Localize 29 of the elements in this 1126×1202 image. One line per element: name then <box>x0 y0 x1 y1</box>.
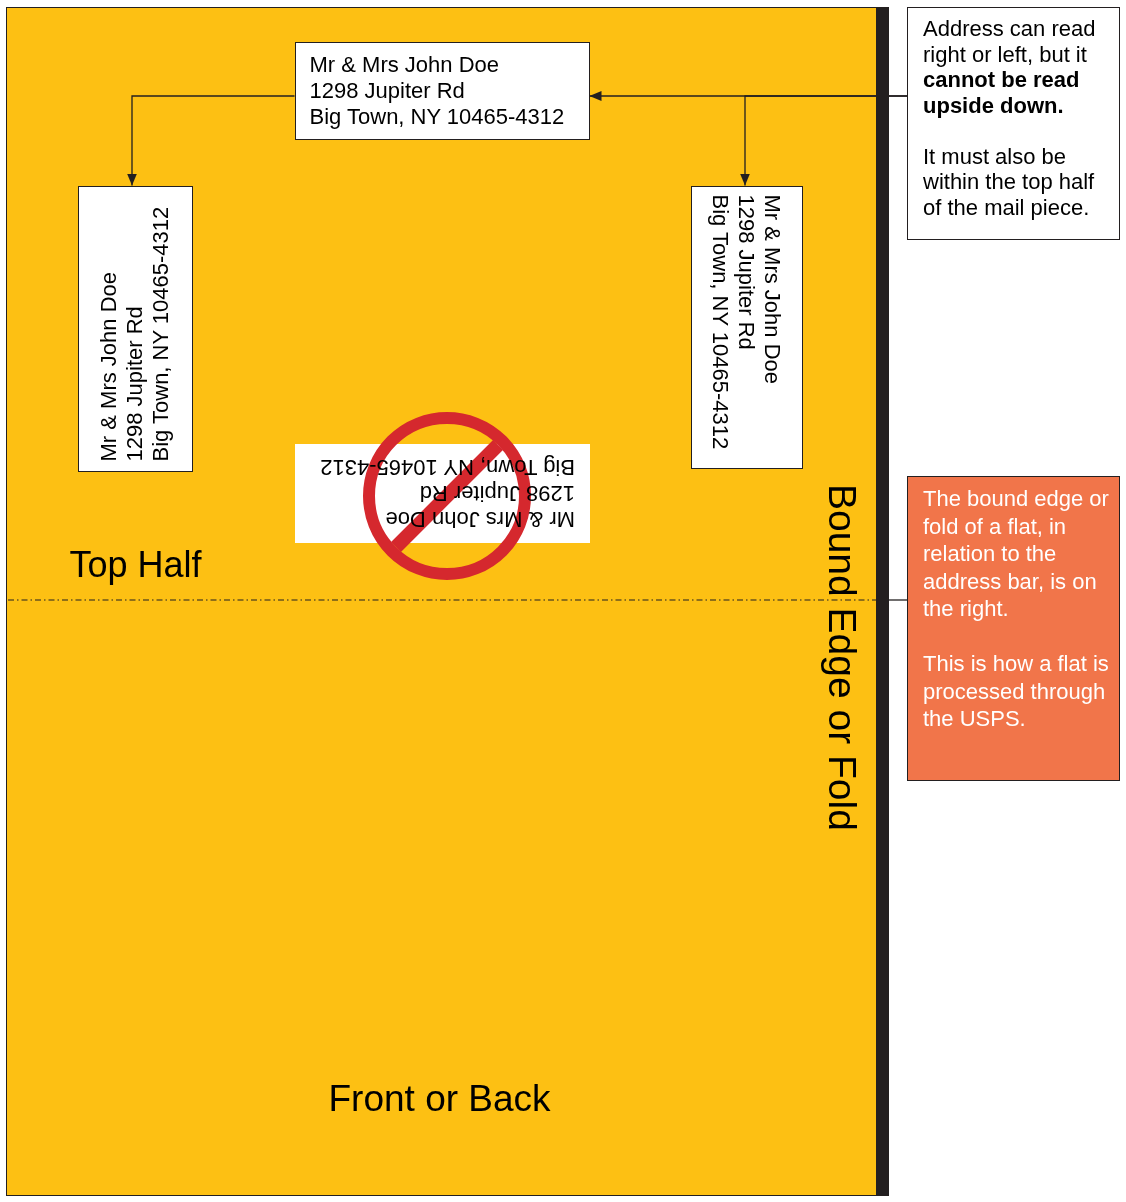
note-box <box>907 7 1120 240</box>
binding-bar <box>875 6 889 1196</box>
binding-label: Bound Edge or Fold <box>819 483 864 831</box>
note-text: Address can read right or left, but it cannot be read upside down. <box>923 16 1097 118</box>
arrow <box>740 95 908 187</box>
address-line: Big Town, NY 10465-4312 <box>309 103 565 130</box>
address-line: Big Town, NY 10465-4312 <box>319 453 575 480</box>
callout-box <box>907 476 1120 781</box>
address-line: 1298 Jupiter Rd <box>309 77 465 104</box>
region-label: Top Half <box>69 543 202 585</box>
address-label <box>77 185 193 472</box>
leader-line <box>887 599 908 601</box>
address-label <box>294 41 590 140</box>
address-label <box>690 185 803 469</box>
address-line: Big Town, NY 10465-4312 <box>147 206 174 462</box>
address-line: Mr & Mrs John Doe <box>95 272 122 462</box>
address-line: 1298 Jupiter Rd <box>419 479 575 506</box>
address-line: Big Town, NY 10465-4312 <box>706 194 733 450</box>
mail-piece <box>6 7 889 1196</box>
face-label: Front or Back <box>328 1078 551 1121</box>
address-line: Mr & Mrs John Doe <box>758 194 785 384</box>
address-line: Mr & Mrs John Doe <box>309 51 499 78</box>
address-line: 1298 Jupiter Rd <box>121 306 148 462</box>
address-line: 1298 Jupiter Rd <box>732 194 759 350</box>
arrow <box>127 95 296 187</box>
note-text: It must also be within the top half of the mail piece. <box>923 143 1096 220</box>
callout-text: This is how a flat is processed through the USPS. <box>923 650 1110 733</box>
address-line: Mr & Mrs John Doe <box>385 505 575 532</box>
callout-text: The bound edge or fold of a flat, in relation to the address bar, is on the right. <box>923 485 1110 623</box>
